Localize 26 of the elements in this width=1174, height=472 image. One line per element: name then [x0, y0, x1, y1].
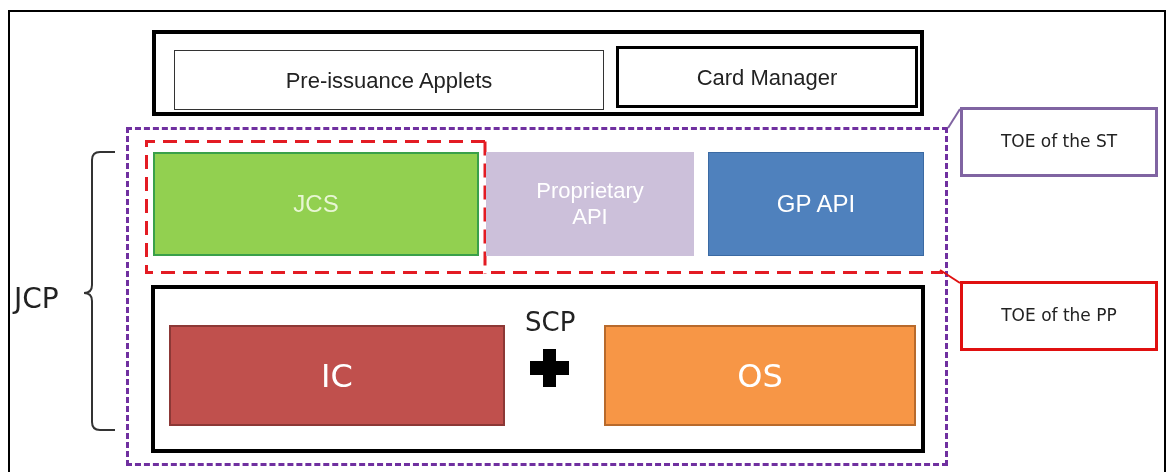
bracket-label: JCP [14, 281, 59, 317]
layer-box [616, 46, 918, 108]
node-label: TOE of the PP [1001, 304, 1117, 328]
layer-box [174, 50, 604, 110]
component-box [486, 152, 694, 256]
node-label: SCP [525, 307, 576, 337]
node-label: IC [321, 355, 353, 397]
dashed-boundary [145, 140, 943, 274]
node-label: GP API [776, 189, 856, 219]
component-box [169, 325, 505, 426]
node-label: OS [737, 355, 783, 397]
node-label: TOE of the ST [1000, 130, 1118, 154]
leader-line [947, 108, 961, 129]
callout-box [960, 281, 1158, 351]
component-box [153, 152, 479, 256]
node-label: Proprietary API [535, 178, 645, 230]
node-label: JCS [293, 189, 339, 219]
platform-box [151, 285, 925, 453]
leader-line [939, 269, 961, 284]
component-box [604, 325, 916, 426]
container-box [152, 30, 924, 116]
node-label: Card Manager [696, 63, 838, 92]
dashed-boundary [126, 127, 948, 466]
component-box [708, 152, 924, 256]
callout-box [960, 107, 1158, 177]
node-label: Pre-issuance Applets [285, 66, 493, 95]
